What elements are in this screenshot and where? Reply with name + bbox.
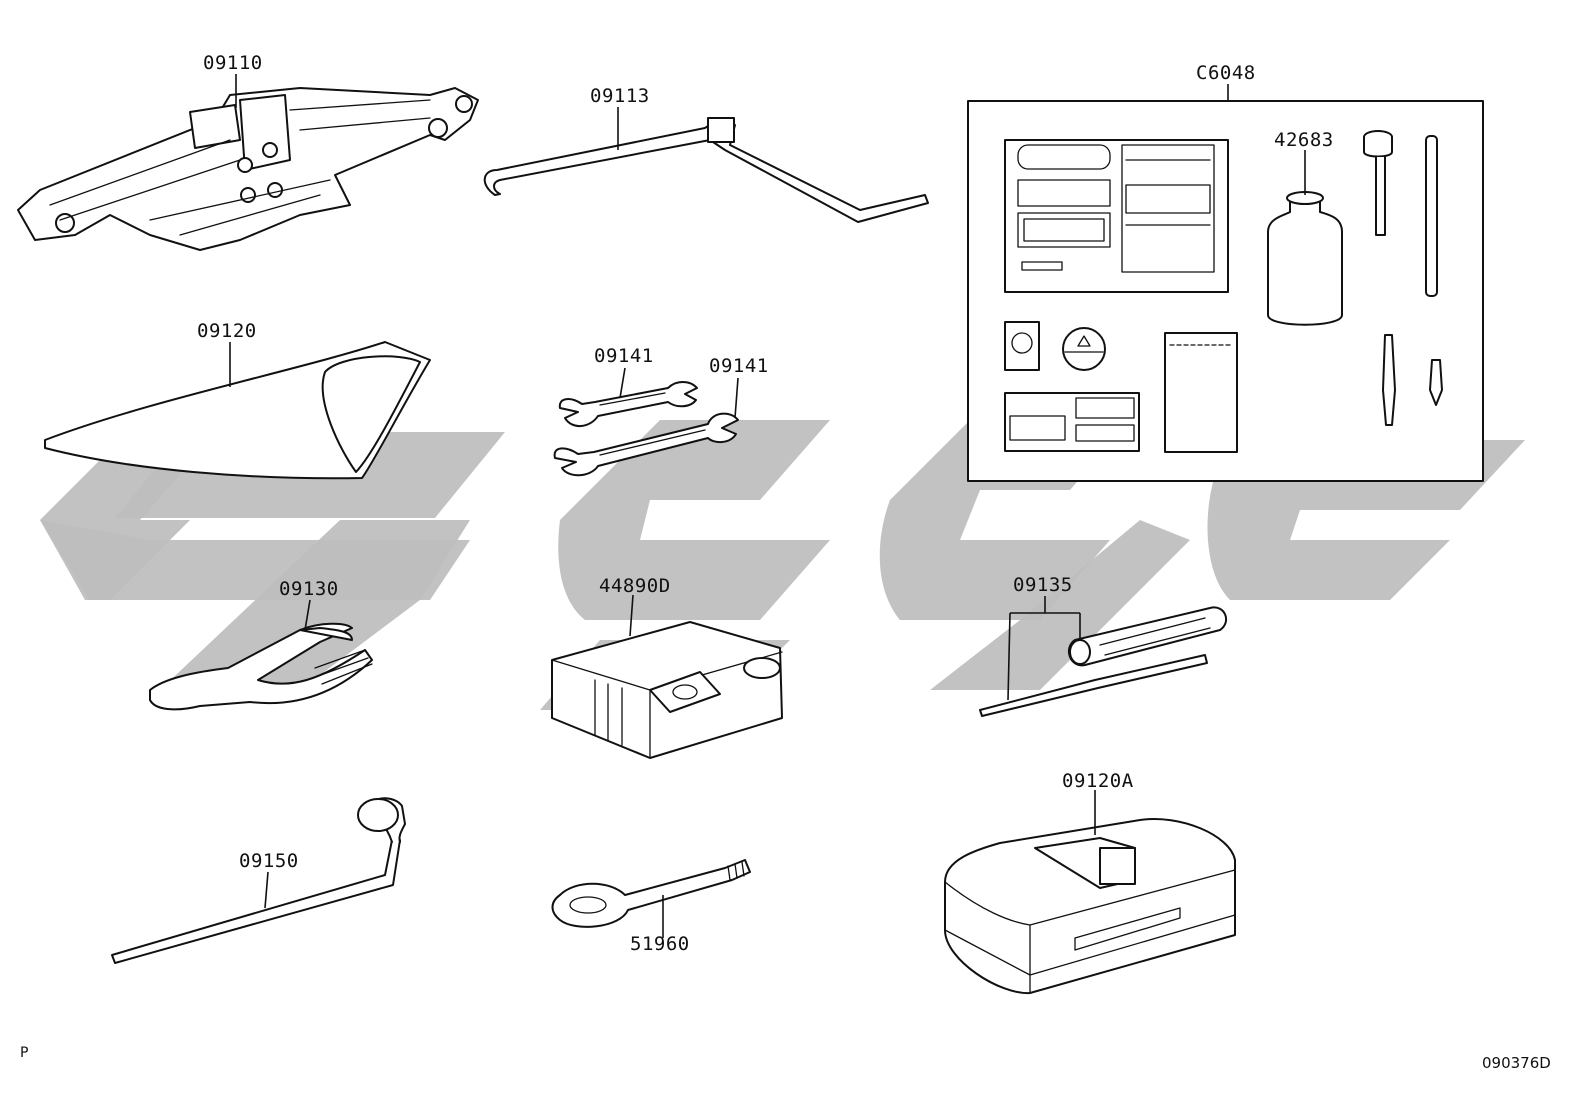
part-label-09141-right[interactable]: 09141	[709, 355, 769, 377]
pliers-icon	[149, 622, 373, 711]
lug-wrench-icon	[111, 797, 406, 964]
part-label-09110[interactable]: 09110	[203, 52, 263, 74]
scissor-jack-icon	[17, 87, 479, 251]
diagram-code: 090376D	[1482, 1054, 1551, 1072]
part-label-09130[interactable]: 09130	[279, 578, 339, 600]
part-label-09150[interactable]: 09150	[239, 850, 299, 872]
tool-bag-icon	[44, 341, 431, 480]
tow-eye-hook-icon	[551, 859, 751, 928]
sticker-labels-icon	[1004, 321, 1238, 453]
part-label-09135[interactable]: 09135	[1013, 574, 1073, 596]
tool-tray-icon	[944, 818, 1236, 995]
corner-mark: P	[20, 1045, 29, 1061]
part-label-c6048[interactable]: C6048	[1196, 62, 1256, 84]
part-label-51960[interactable]: 51960	[630, 933, 690, 955]
instruction-sheet-icon	[1004, 139, 1229, 293]
valve-tool-icon	[1363, 130, 1443, 426]
part-label-09120[interactable]: 09120	[197, 320, 257, 342]
jack-handle-rod-icon	[483, 117, 929, 223]
part-label-09113[interactable]: 09113	[590, 85, 650, 107]
part-label-09120a[interactable]: 09120A	[1062, 770, 1134, 792]
part-label-09141-left[interactable]: 09141	[594, 345, 654, 367]
open-end-wrench-icon	[553, 381, 739, 477]
sealant-bottle-icon	[1267, 191, 1343, 326]
part-label-44890d[interactable]: 44890D	[599, 575, 671, 597]
screwdriver-icon	[979, 606, 1228, 717]
part-label-42683[interactable]: 42683	[1274, 129, 1334, 151]
air-compressor-icon	[551, 621, 783, 759]
